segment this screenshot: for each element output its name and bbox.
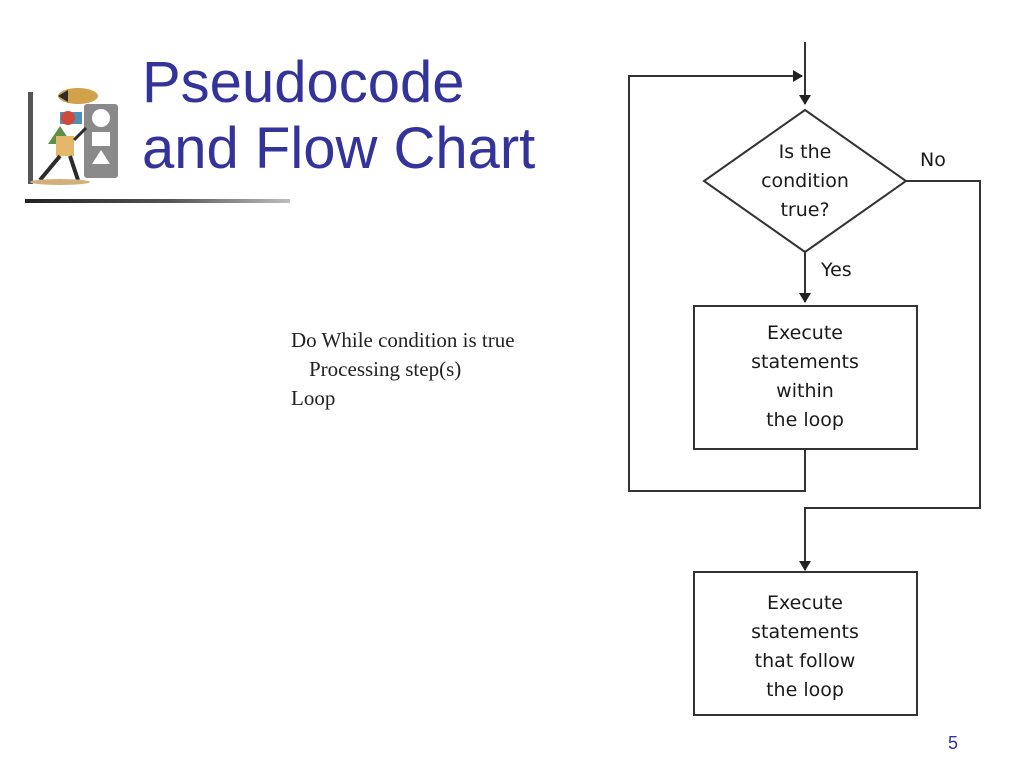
loop-body-text-line-4: the loop xyxy=(766,409,844,431)
title-line-2: and Flow Chart xyxy=(142,116,536,181)
loop-body-text-line-3: within xyxy=(776,380,834,402)
title-underline xyxy=(25,199,290,203)
title-line-1: Pseudocode xyxy=(142,50,465,115)
pseudocode-block: Do While condition is true Processing st… xyxy=(291,326,515,413)
no-label: No xyxy=(920,149,946,171)
logo-bar xyxy=(28,92,33,184)
logo-red-ball xyxy=(61,111,75,125)
logo-circle xyxy=(92,109,110,127)
pseudocode-line-do-while: Do While condition is true xyxy=(291,328,515,352)
clipart-logo-icon xyxy=(28,88,118,185)
page-number: 5 xyxy=(948,733,959,753)
logo-torso xyxy=(56,136,74,156)
logo-leg-left xyxy=(38,154,62,182)
loop-body-text-line-2: statements xyxy=(751,351,859,373)
loop-body-text-line-1: Execute xyxy=(767,322,843,344)
after-loop-text-line-4: the loop xyxy=(766,679,844,701)
pseudocode-line-loop: Loop xyxy=(291,386,336,410)
logo-beak xyxy=(58,90,68,102)
yes-label: Yes xyxy=(820,259,852,281)
logo-triangle xyxy=(92,150,110,164)
decision-text-line-2: condition xyxy=(761,170,849,192)
loop-back-connector xyxy=(628,70,806,492)
loop-body-box xyxy=(693,305,918,450)
decision-text-line-3: true? xyxy=(780,199,829,221)
pseudocode-line-processing: Processing step(s) xyxy=(309,357,462,381)
decision-text-line-1: Is the xyxy=(779,141,832,163)
slide-title: Pseudocode and Flow Chart xyxy=(142,50,535,182)
logo-leg-right xyxy=(68,155,80,181)
logo-arm xyxy=(72,126,88,142)
no-connector xyxy=(799,180,981,571)
after-loop-box xyxy=(693,571,918,716)
after-loop-text-line-3: that follow xyxy=(755,650,856,672)
after-loop-text-line-2: statements xyxy=(751,621,859,643)
logo-shadow xyxy=(30,179,90,185)
logo-square xyxy=(92,132,110,146)
after-loop-text-line-1: Execute xyxy=(767,592,843,614)
